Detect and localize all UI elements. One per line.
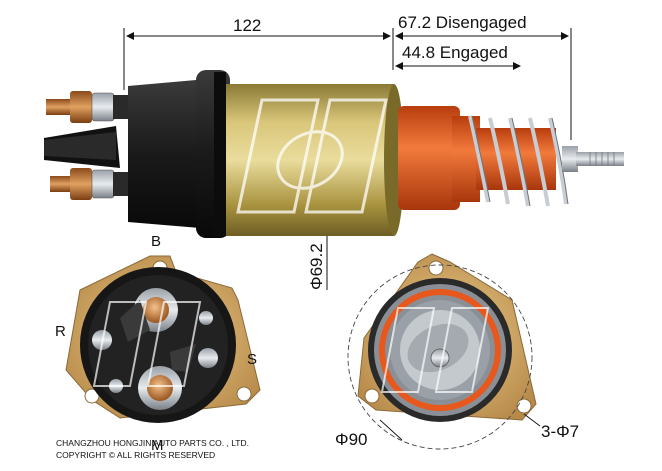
terminal-b <box>143 297 169 323</box>
terminal-s-label: S <box>247 351 257 368</box>
flange-diameter-circle <box>347 264 533 450</box>
terminal-r-label: R <box>55 323 66 340</box>
watermark-logo <box>236 98 388 214</box>
solenoid-side-view <box>44 70 624 238</box>
plunger-end-view <box>347 253 541 450</box>
return-spring <box>468 115 568 207</box>
terminal-end-view <box>65 255 261 423</box>
company-name: CHANGZHOU HONGJIN AUTO PARTS CO. , LTD. <box>56 438 249 448</box>
terminal-m <box>147 375 173 401</box>
terminal-b-label: B <box>151 233 161 250</box>
flange-diameter-label: Φ90 <box>335 430 367 449</box>
body-length-label: 122 <box>233 16 261 35</box>
plunger-tip <box>430 348 450 368</box>
stroke-engaged-label: 44.8 Engaged <box>402 43 508 62</box>
plunger-rod <box>576 152 624 166</box>
copyright-notice: COPYRIGHT © ALL RIGHTS RESERVED <box>56 450 215 460</box>
orange-seal-ring <box>379 289 501 411</box>
body-diameter-label: Φ69.2 <box>307 243 326 290</box>
stroke-disengaged-label: 67.2 Disengaged <box>398 13 527 32</box>
terminal-s <box>198 348 218 368</box>
mounting-holes-label: 3-Φ7 <box>541 422 579 441</box>
rubber-boot <box>398 106 460 210</box>
terminal-m-label: M <box>151 437 164 454</box>
end-cap <box>128 80 200 228</box>
